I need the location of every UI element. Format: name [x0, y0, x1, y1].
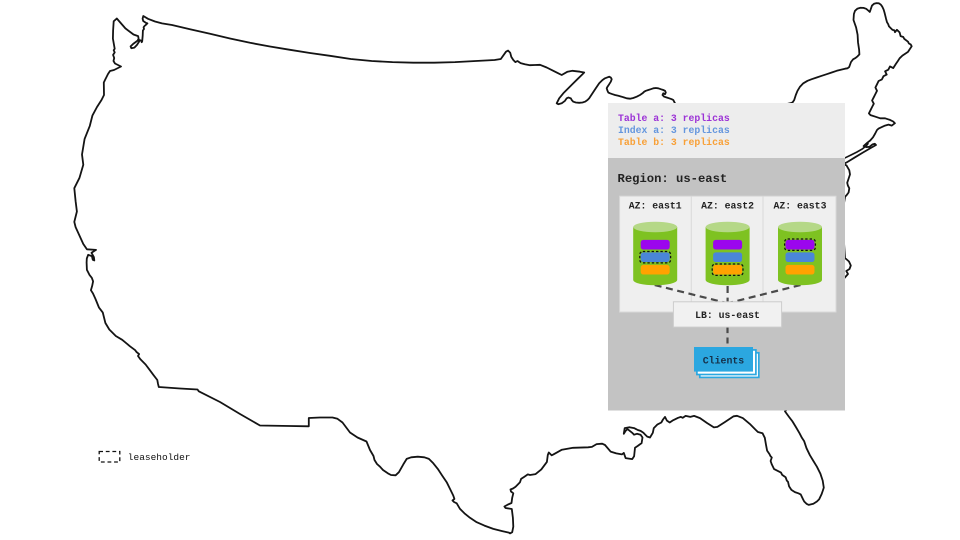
- svg-text:LB: us-east: LB: us-east: [695, 310, 760, 321]
- svg-text:Clients: Clients: [703, 355, 745, 366]
- svg-text:leaseholder: leaseholder: [128, 452, 191, 463]
- svg-text:AZ: east1: AZ: east1: [629, 201, 682, 212]
- svg-text:Index a: 3 replicas: Index a: 3 replicas: [618, 125, 730, 136]
- svg-text:AZ: east2: AZ: east2: [701, 201, 754, 212]
- svg-text:Table b: 3 replicas: Table b: 3 replicas: [618, 137, 730, 148]
- svg-text:Region: us-east: Region: us-east: [618, 172, 728, 186]
- svg-text:Table a: 3 replicas: Table a: 3 replicas: [618, 113, 730, 124]
- svg-text:AZ: east3: AZ: east3: [774, 201, 827, 212]
